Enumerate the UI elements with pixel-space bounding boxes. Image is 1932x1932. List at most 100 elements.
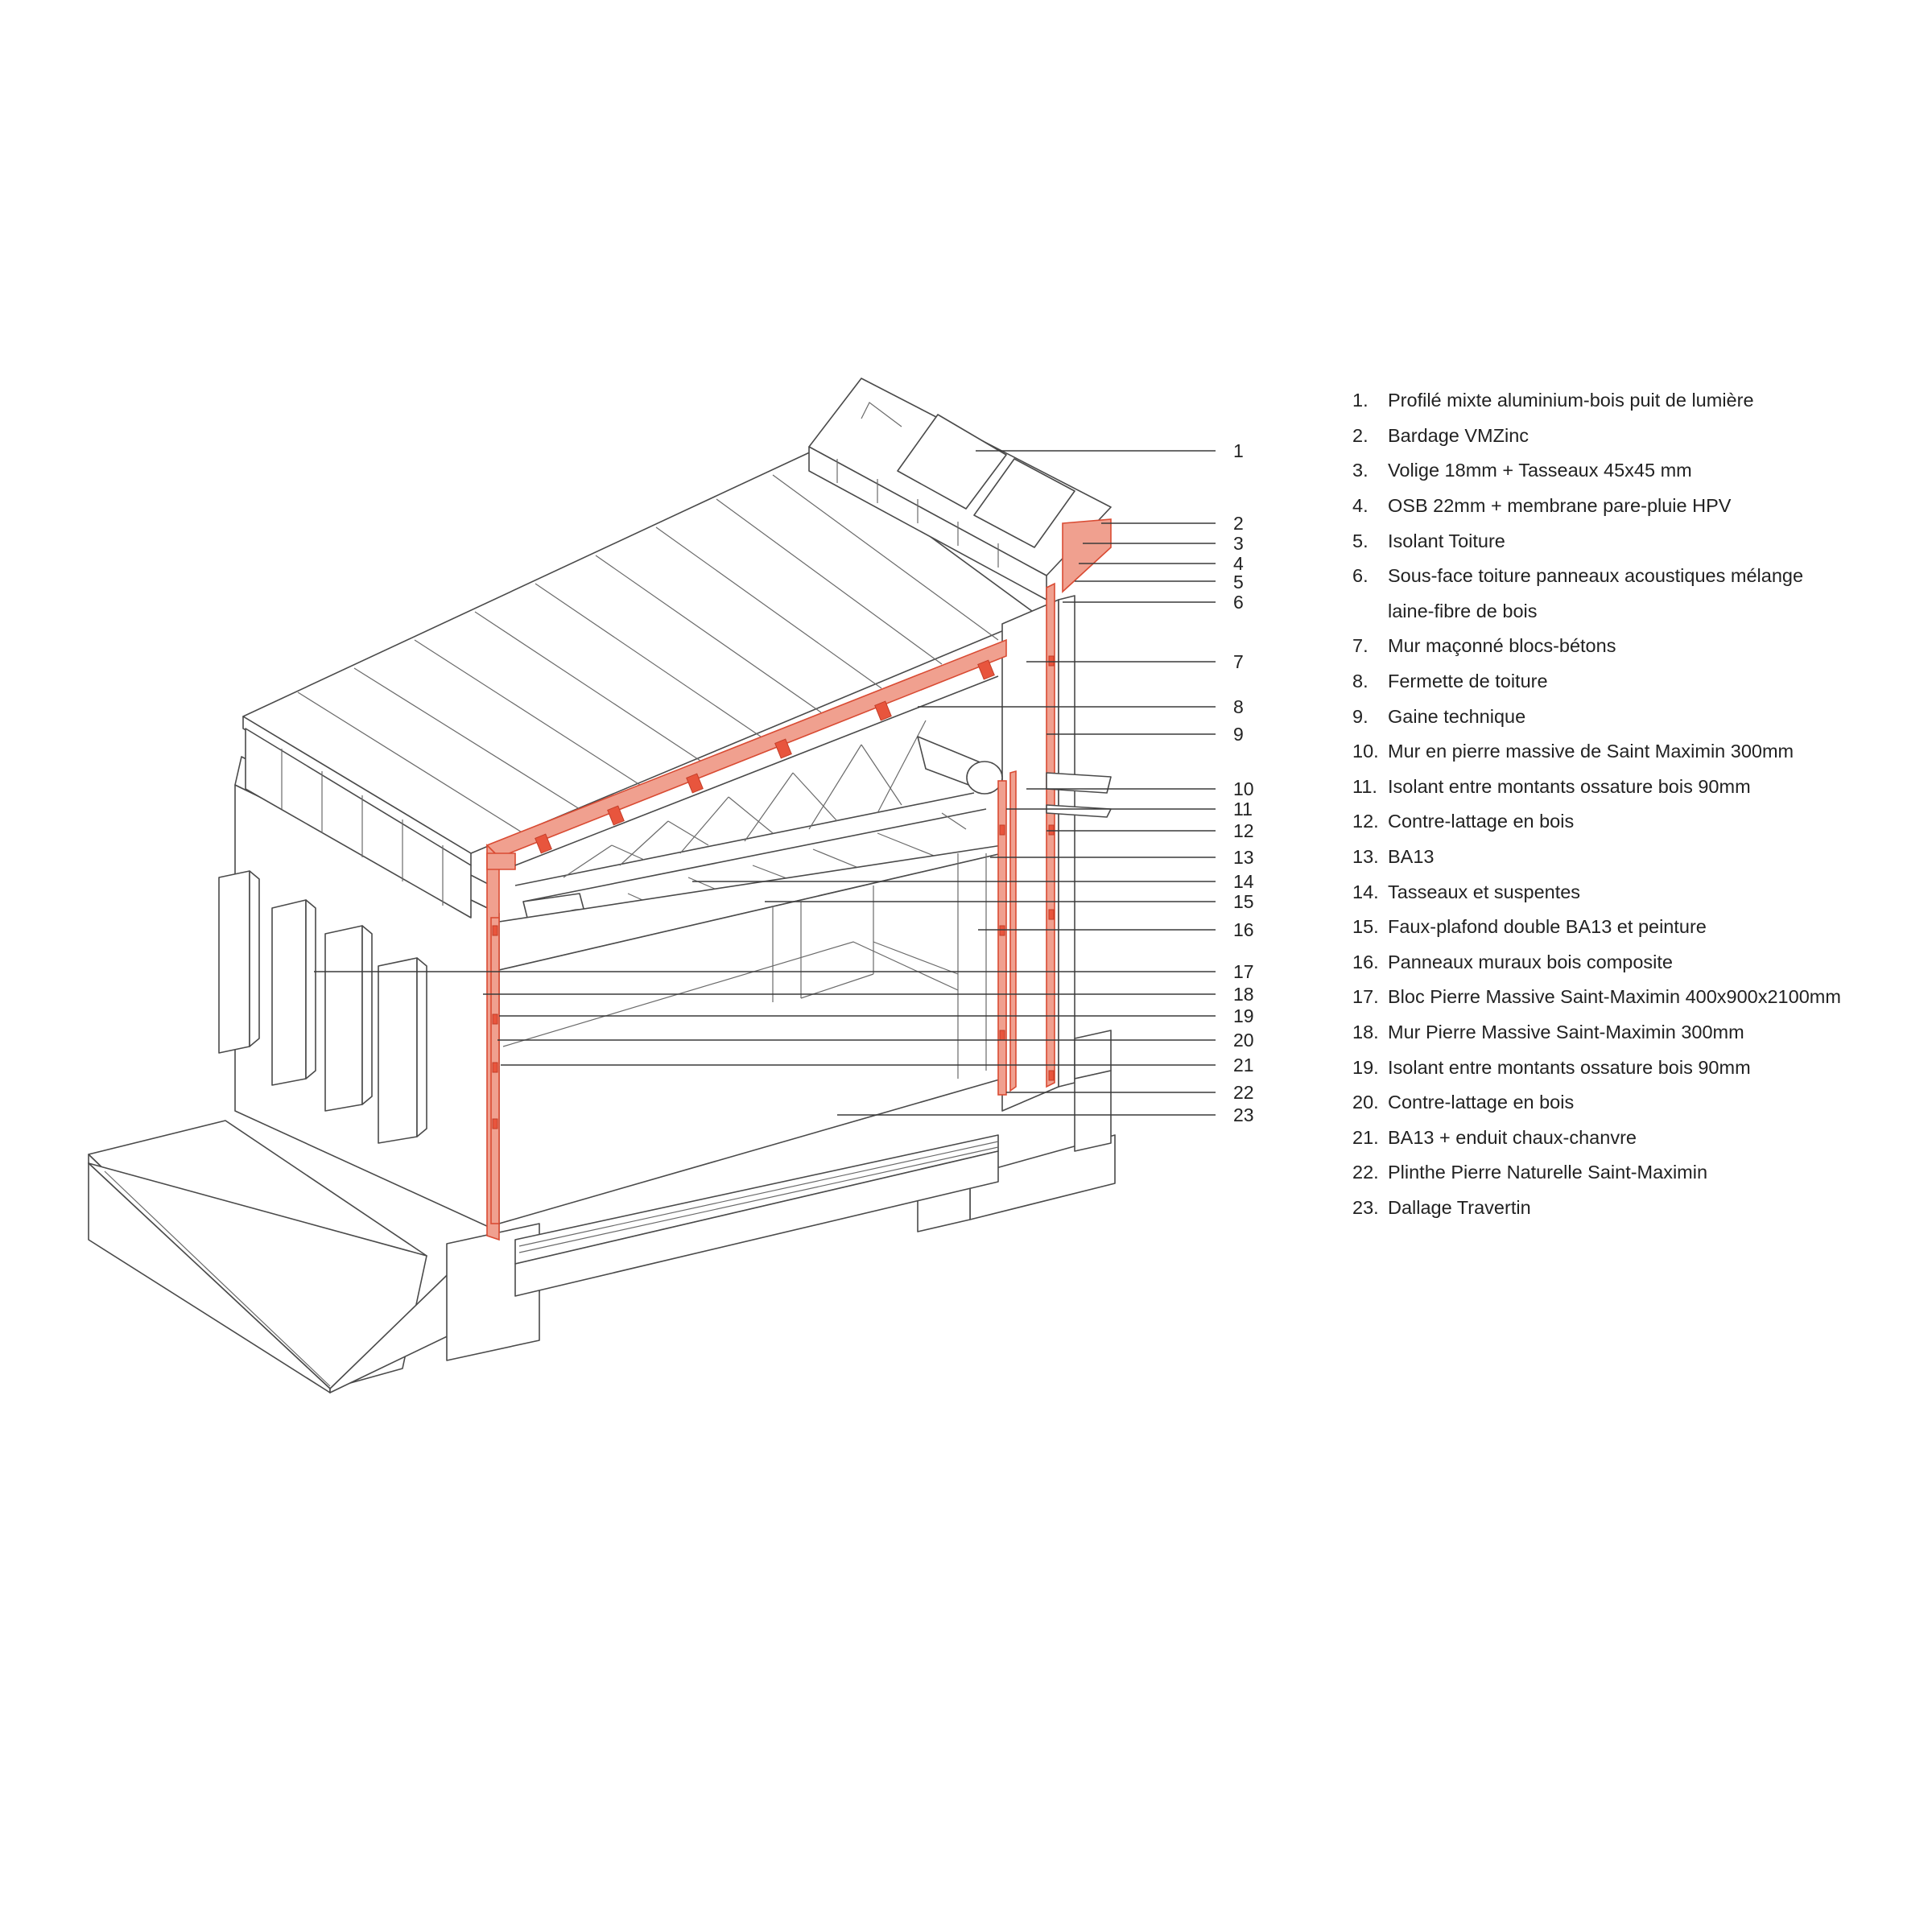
callout-10: 10 xyxy=(1233,778,1254,799)
legend-label: Sous-face toiture panneaux acoustiques m… xyxy=(1388,565,1804,587)
legend-label: Mur Pierre Massive Saint-Maximin 300mm xyxy=(1388,1021,1744,1042)
legend-number: 15. xyxy=(1352,916,1379,938)
callout-7: 7 xyxy=(1233,651,1244,672)
legend-item: 14. Tasseaux et suspentes xyxy=(1352,874,1916,910)
legend-label: Contre-lattage en bois xyxy=(1388,811,1575,832)
right-steps xyxy=(1046,772,1112,1152)
stone-blocks xyxy=(218,870,427,1144)
legend-label: Volige 18mm + Tasseaux 45x45 mm xyxy=(1388,460,1692,481)
callout-3: 3 xyxy=(1233,533,1244,554)
legend-item: 8. Fermette de toiture xyxy=(1352,664,1916,700)
legend-number: 14. xyxy=(1352,881,1379,902)
callout-20: 20 xyxy=(1233,1030,1254,1051)
callout-19: 19 xyxy=(1233,1005,1254,1026)
legend-number: 19. xyxy=(1352,1056,1379,1078)
legend-item: 20. Contre-lattage en bois xyxy=(1352,1085,1916,1121)
legend-item: 10. Mur en pierre massive de Saint Maximi… xyxy=(1352,734,1916,770)
legend-number: 23. xyxy=(1352,1196,1379,1218)
legend-item: 4. OSB 22mm + membrane pare-pluie HPV xyxy=(1352,489,1916,524)
legend-number: 2. xyxy=(1352,424,1368,446)
leader-lines xyxy=(314,450,1216,1116)
legend-item: 9. Gaine technique xyxy=(1352,699,1916,734)
legend-label: Isolant Toiture xyxy=(1388,530,1505,551)
callout-5: 5 xyxy=(1233,572,1244,592)
legend-item: 5. Isolant Toiture xyxy=(1352,523,1916,559)
legend-number: 5. xyxy=(1352,530,1368,551)
legend-label: Fermette de toiture xyxy=(1388,671,1548,692)
callout-23: 23 xyxy=(1233,1104,1254,1125)
legend-item: 7. Mur maçonné blocs-bétons xyxy=(1352,629,1916,664)
callout-12: 12 xyxy=(1233,820,1254,841)
legend-item: 22. Plinthe Pierre Naturelle Saint-Maximi… xyxy=(1352,1155,1916,1191)
callout-21: 21 xyxy=(1233,1055,1254,1075)
wall-lining xyxy=(490,655,1055,1224)
legend-number: 8. xyxy=(1352,671,1368,692)
callout-1: 1 xyxy=(1233,440,1244,461)
legend-item: 1.Profilé mixte aluminium-bois puit de l… xyxy=(1352,383,1916,419)
roof-truss xyxy=(514,675,999,902)
legend: 1.Profilé mixte aluminium-bois puit de l… xyxy=(1352,383,1916,1225)
legend-label: Tasseaux et suspentes xyxy=(1388,881,1581,902)
legend-label: Mur maçonné blocs-bétons xyxy=(1388,635,1616,657)
legend-number: 4. xyxy=(1352,495,1368,517)
legend-number: 22. xyxy=(1352,1162,1379,1183)
callout-22: 22 xyxy=(1233,1082,1254,1103)
skylight xyxy=(808,378,1112,601)
legend-number: 21. xyxy=(1352,1126,1379,1148)
legend-number: 9. xyxy=(1352,705,1368,727)
legend-label: Bloc Pierre Massive Saint-Maximin 400x90… xyxy=(1388,986,1841,1008)
legend-item: 2. Bardage VMZinc xyxy=(1352,419,1916,454)
legend-number: 18. xyxy=(1352,1021,1379,1042)
legend-label: Plinthe Pierre Naturelle Saint-Maximin xyxy=(1388,1162,1708,1183)
legend-item: 6. Sous-face toiture panneaux acoustiques… xyxy=(1352,559,1916,594)
legend-item: 12. Contre-lattage en bois xyxy=(1352,804,1916,840)
legend-item: 11.Isolant entre montants ossature bois … xyxy=(1352,770,1916,805)
legend-label: Mur en pierre massive de Saint Maximin 3… xyxy=(1388,741,1794,762)
legend-label: Panneaux muraux bois composite xyxy=(1388,951,1674,972)
legend-item: 17. Bloc Pierre Massive Saint-Maximin 400… xyxy=(1352,980,1916,1015)
legend-number: 3. xyxy=(1352,460,1368,481)
legend-item: 18. Mur Pierre Massive Saint-Maximin 300m… xyxy=(1352,1015,1916,1051)
legend-label: laine-fibre de bois xyxy=(1388,600,1538,621)
callout-6: 6 xyxy=(1233,592,1244,613)
callout-14: 14 xyxy=(1233,871,1254,892)
callout-18: 18 xyxy=(1233,984,1254,1005)
fascia-left xyxy=(245,728,472,919)
callout-13: 13 xyxy=(1233,847,1254,868)
legend-number: 7. xyxy=(1352,635,1368,657)
legend-number: 11. xyxy=(1352,775,1377,797)
legend-number: 6. xyxy=(1352,565,1368,587)
legend-label: Bardage VMZinc xyxy=(1388,424,1530,446)
legend-label: Gaine technique xyxy=(1388,705,1526,727)
callout-4: 4 xyxy=(1233,553,1244,574)
legend-number: 10. xyxy=(1352,741,1379,762)
legend-number: 12. xyxy=(1352,811,1379,832)
legend-label: Contre-lattage en bois xyxy=(1388,1092,1575,1113)
callout-2: 2 xyxy=(1233,513,1244,534)
legend-label: Dallage Travertin xyxy=(1388,1196,1531,1218)
legend-item: 13. BA13 xyxy=(1352,840,1916,875)
callout-numbers: 1 2 3 4 5 6 7 8 9 10 11 12 13 14 15 16 1… xyxy=(1233,440,1254,1125)
legend-number: 20. xyxy=(1352,1092,1379,1113)
legend-label: BA13 xyxy=(1388,846,1435,868)
legend-item: 15. Faux-plafond double BA13 et peinture xyxy=(1352,910,1916,945)
legend-label: Isolant entre montants ossature bois 90m… xyxy=(1388,1056,1751,1078)
legend-label: OSB 22mm + membrane pare-pluie HPV xyxy=(1388,495,1732,517)
legend-number: 1. xyxy=(1352,390,1368,411)
roof-battens xyxy=(535,659,995,854)
legend-label: BA13 + enduit chaux-chanvre xyxy=(1388,1126,1637,1148)
legend-item: 3. Volige 18mm + Tasseaux 45x45 mm xyxy=(1352,453,1916,489)
callout-9: 9 xyxy=(1233,724,1244,745)
callout-8: 8 xyxy=(1233,696,1244,717)
legend-label: Faux-plafond double BA13 et peinture xyxy=(1388,916,1707,938)
right-wall xyxy=(1001,518,1112,1112)
legend-item-continuation: laine-fibre de bois xyxy=(1352,594,1916,630)
legend-item: 21. BA13 + enduit chaux-chanvre xyxy=(1352,1120,1916,1155)
legend-number: 13. xyxy=(1352,846,1379,868)
legend-number: 17. xyxy=(1352,986,1379,1008)
legend-item: 16. Panneaux muraux bois composite xyxy=(1352,945,1916,980)
callout-15: 15 xyxy=(1233,891,1254,912)
legend-number: 16. xyxy=(1352,951,1379,972)
callout-16: 16 xyxy=(1233,919,1254,940)
